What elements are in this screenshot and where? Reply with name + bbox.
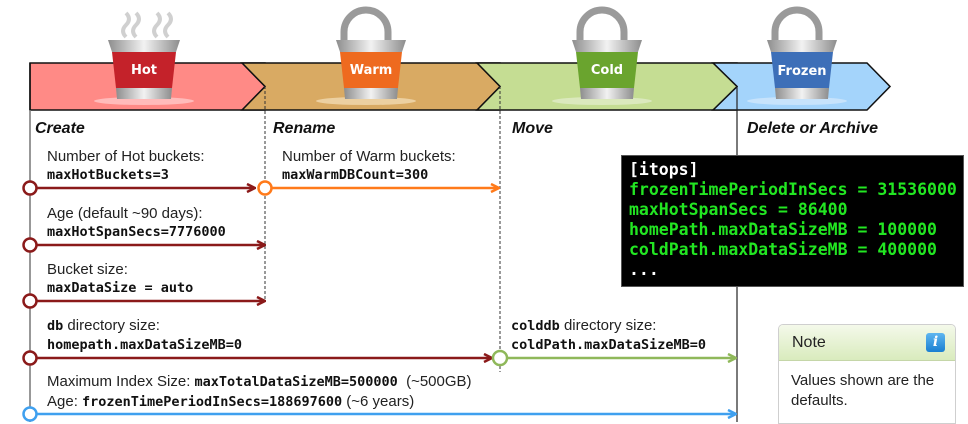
colddb-dir-setting: colddb directory size: coldPath.maxDataS… <box>511 316 706 355</box>
hot-buckets-start-node <box>22 180 38 196</box>
hot-bucket-icon: Hot <box>94 11 194 105</box>
config-stanza-header: [itops] <box>629 160 699 179</box>
bucket-size-label: Bucket size: <box>47 261 128 278</box>
warm-buckets-start-node <box>257 180 273 196</box>
max-index-code: maxTotalDataSizeMB=500000 <box>194 374 398 390</box>
note-title: Note <box>792 334 826 351</box>
hot-buckets-code: maxHotBuckets=3 <box>47 167 169 183</box>
age-code: maxHotSpanSecs=7776000 <box>47 224 226 240</box>
note-header: Note i <box>779 325 955 361</box>
config-line: homePath.maxDataSizeMB = 100000 <box>629 220 937 239</box>
config-ellipsis: ... <box>629 260 659 279</box>
warm-buckets-setting: Number of Warm buckets: maxWarmDBCount=3… <box>282 147 456 185</box>
age-label: Age (default ~90 days): <box>47 205 203 222</box>
config-line: coldPath.maxDataSizeMB = 400000 <box>629 240 937 259</box>
bucket-size-start-node <box>22 293 38 309</box>
max-index-suffix: (~500GB) <box>397 373 472 390</box>
frozen-age-code: frozenTimePeriodInSecs=188697600 <box>82 394 343 410</box>
hot-buckets-label: Number of Hot buckets: <box>47 148 205 165</box>
frozen-age-label: Age: <box>47 393 83 410</box>
db-dir-code: homepath.maxDataSizeMB=0 <box>47 337 243 353</box>
warm-buckets-label: Number of Warm buckets: <box>282 148 456 165</box>
warm-bucket-icon: Warm <box>316 6 416 105</box>
cold-bucket-icon: Cold <box>552 6 652 105</box>
colddb-dir-label: directory size: <box>559 317 657 334</box>
config-line: maxHotSpanSecs = 86400 <box>629 200 848 219</box>
bucket-size-setting: Bucket size: maxDataSize = auto <box>47 260 193 298</box>
db-dir-start-node <box>22 350 38 366</box>
config-example-box: [itops] frozenTimePeriodInSecs = 3153600… <box>621 155 964 287</box>
hot-buckets-setting: Number of Hot buckets: maxHotBuckets=3 <box>47 147 205 185</box>
frozen-age-suffix: (~6 years) <box>342 393 415 410</box>
db-dir-setting: db directory size: homepath.maxDataSizeM… <box>47 316 242 355</box>
phase-label-move: Move <box>512 120 553 137</box>
note-panel: Note i Values shown are the defaults. <box>778 324 956 424</box>
note-body: Values shown are the defaults. <box>791 372 935 409</box>
db-dir-bold: db <box>47 318 64 334</box>
phase-label-create: Create <box>35 120 85 137</box>
config-line: frozenTimePeriodInSecs = 31536000 <box>629 180 957 199</box>
hot-bucket-label: Hot <box>131 63 157 78</box>
bucket-size-code: maxDataSize = auto <box>47 280 194 296</box>
info-icon: i <box>926 333 945 352</box>
max-index-label: Maximum Index Size: <box>47 373 195 390</box>
colddb-dir-start-node <box>491 349 509 367</box>
phase-label-delete-archive: Delete or Archive <box>747 120 879 137</box>
age-start-node <box>22 237 38 253</box>
db-dir-label: directory size: <box>63 317 160 334</box>
colddb-dir-code: coldPath.maxDataSizeMB=0 <box>511 337 707 353</box>
index-limits-setting: Maximum Index Size: maxTotalDataSizeMB=5… <box>47 372 472 412</box>
cold-bucket-label: Cold <box>591 63 623 78</box>
frozen-bucket-icon: Frozen <box>747 6 847 105</box>
age-setting: Age (default ~90 days): maxHotSpanSecs=7… <box>47 204 226 242</box>
warm-bucket-label: Warm <box>350 63 393 78</box>
frozen-age-start-node <box>22 406 38 422</box>
colddb-dir-bold: colddb <box>511 318 560 334</box>
phase-label-rename: Rename <box>273 120 336 137</box>
frozen-bucket-label: Frozen <box>777 64 826 79</box>
warm-buckets-code: maxWarmDBCount=300 <box>282 167 429 183</box>
